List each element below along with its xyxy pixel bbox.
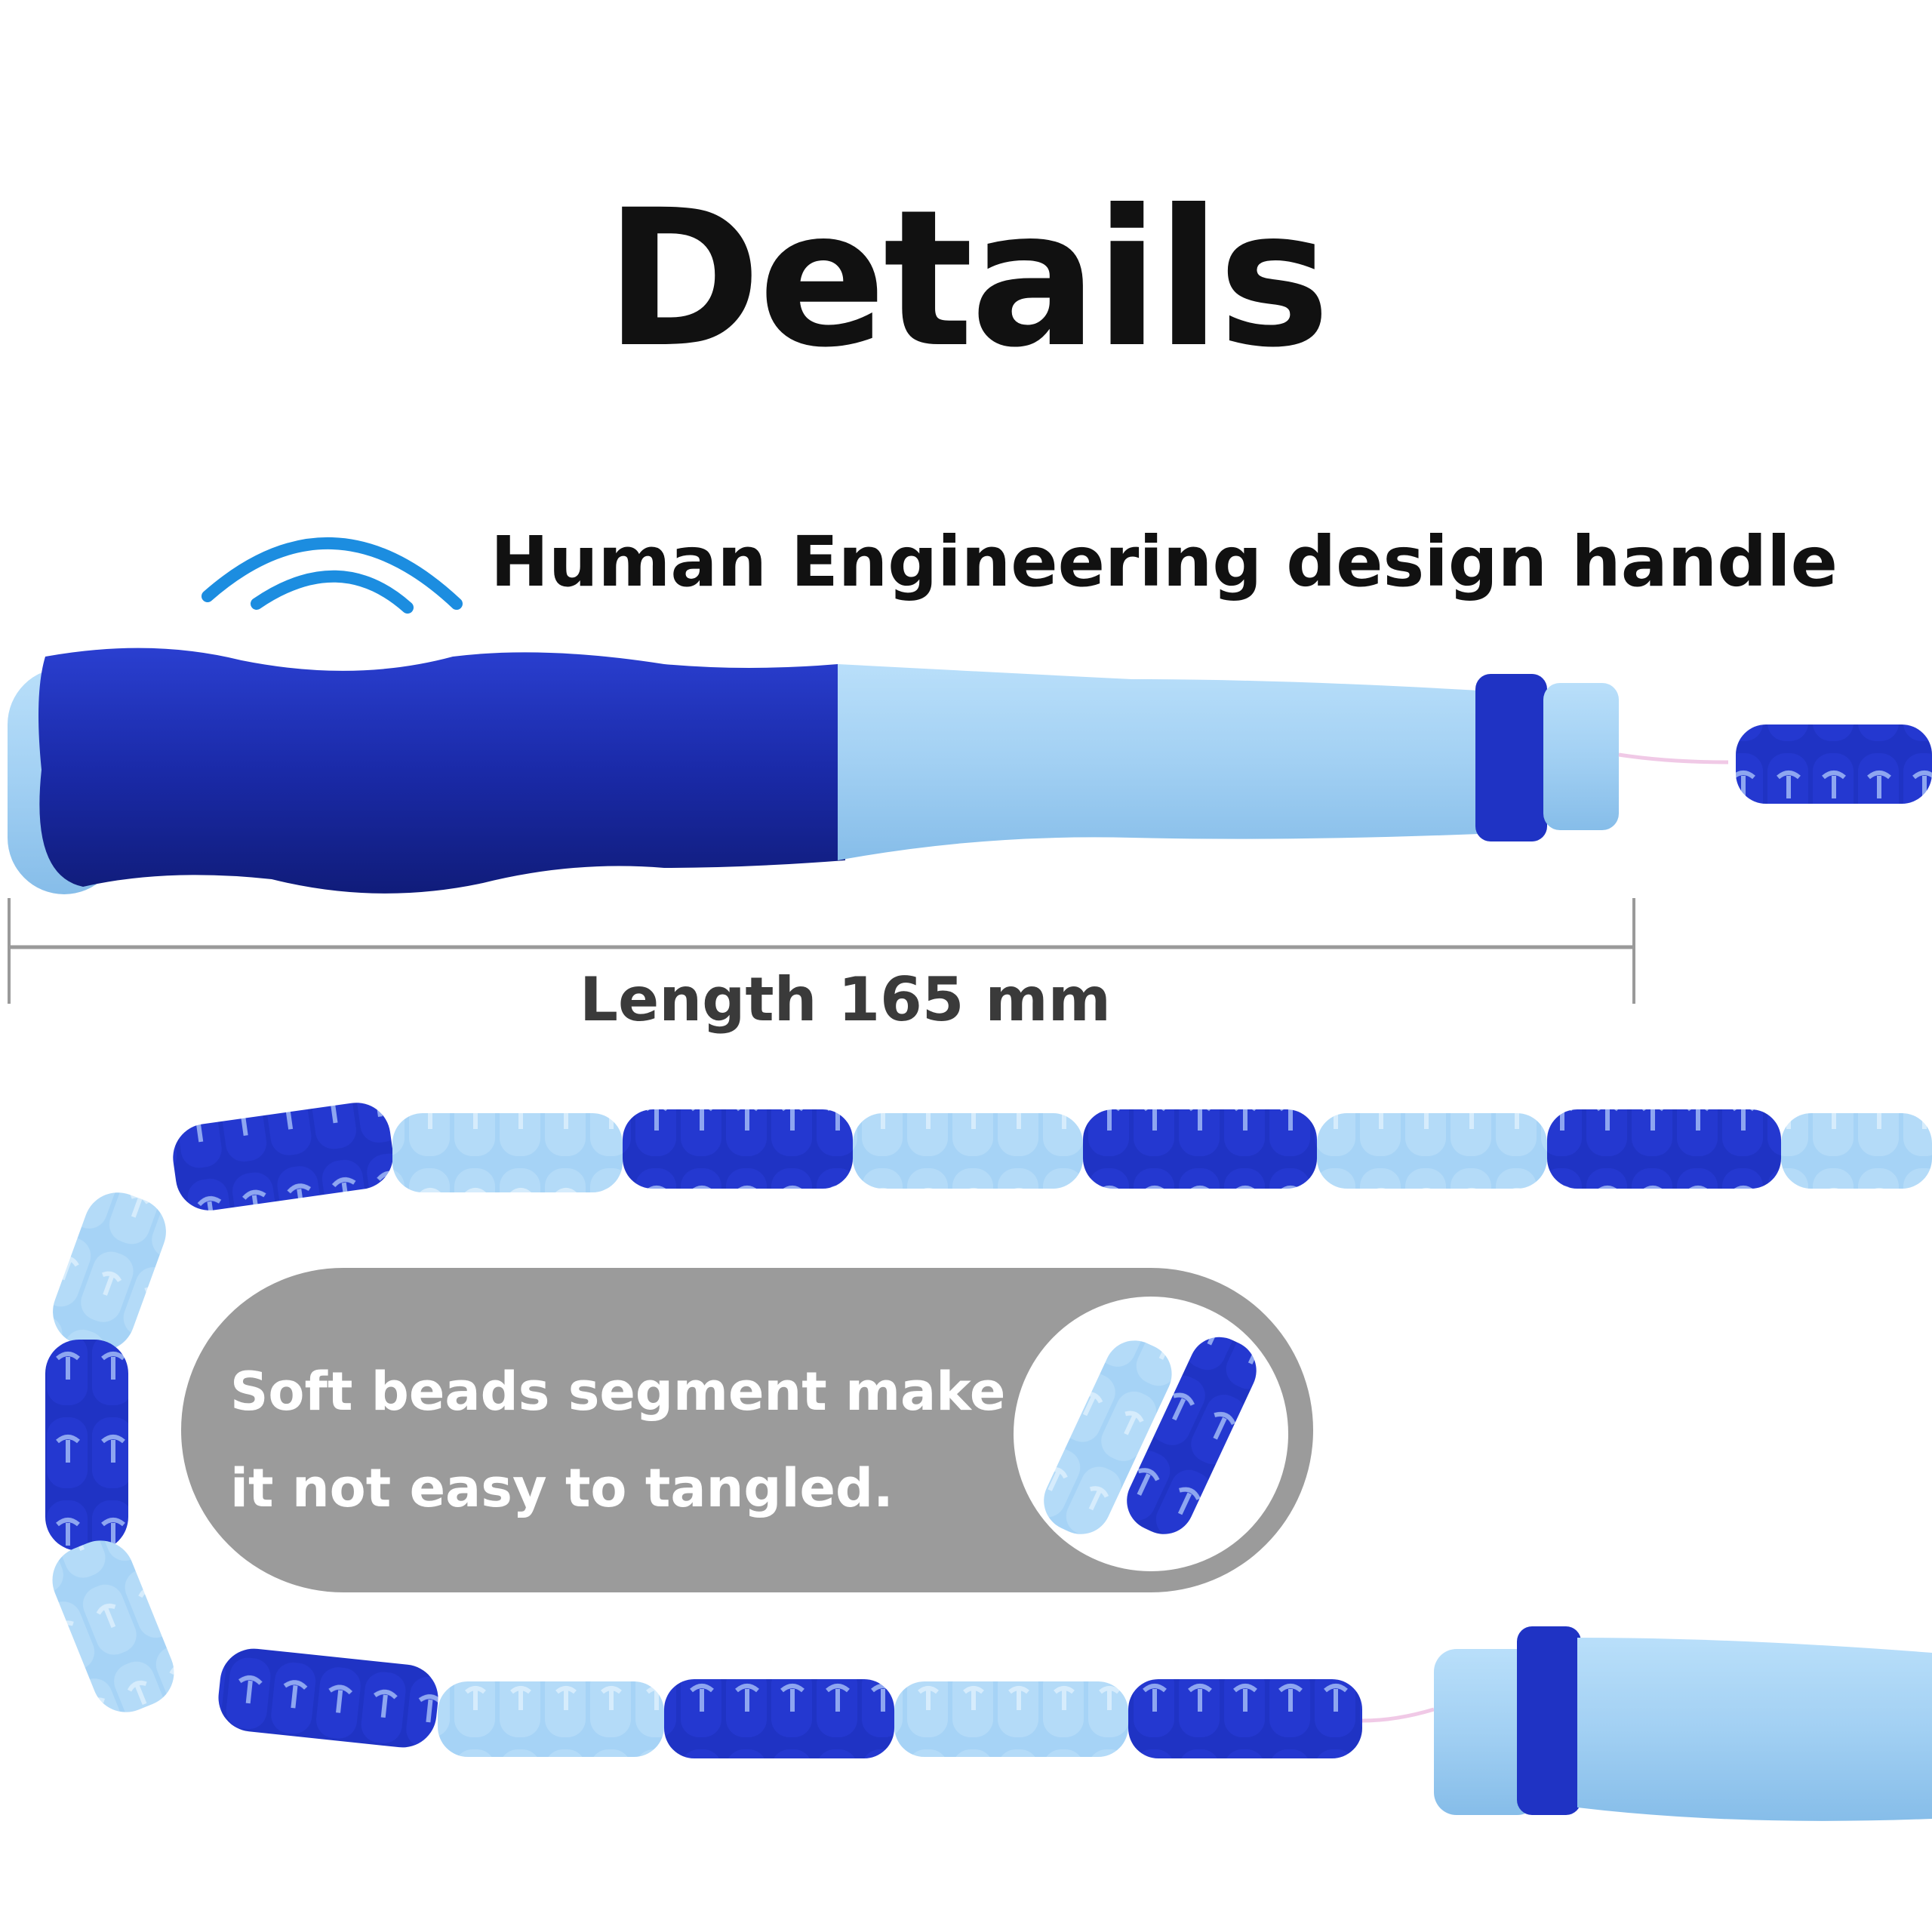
page-title: Details xyxy=(605,169,1330,389)
bead-closeup-light xyxy=(1044,1340,1172,1534)
rope-handle-bottom xyxy=(1434,1626,1932,1821)
bead-closeup xyxy=(1014,1297,1288,1571)
bead-rope-bottom xyxy=(218,1648,1435,1758)
bead-rope-top xyxy=(173,1103,1932,1211)
bead-rope-left xyxy=(45,1192,174,1712)
callout-line-2: it not easy to tangled. xyxy=(230,1457,894,1519)
bead-closeup-dark xyxy=(1127,1337,1257,1534)
callout-text: Soft beads segment make it not easy to t… xyxy=(230,1343,1005,1537)
feature-heading: Human Engineering design handle xyxy=(491,521,1838,602)
callout-line-1: Soft beads segment make xyxy=(230,1361,1006,1423)
signal-arcs-icon xyxy=(202,537,463,614)
length-label: Length 165 mm xyxy=(579,964,1112,1035)
measure-line xyxy=(8,898,1635,1004)
rope-handle-top xyxy=(8,648,1932,894)
